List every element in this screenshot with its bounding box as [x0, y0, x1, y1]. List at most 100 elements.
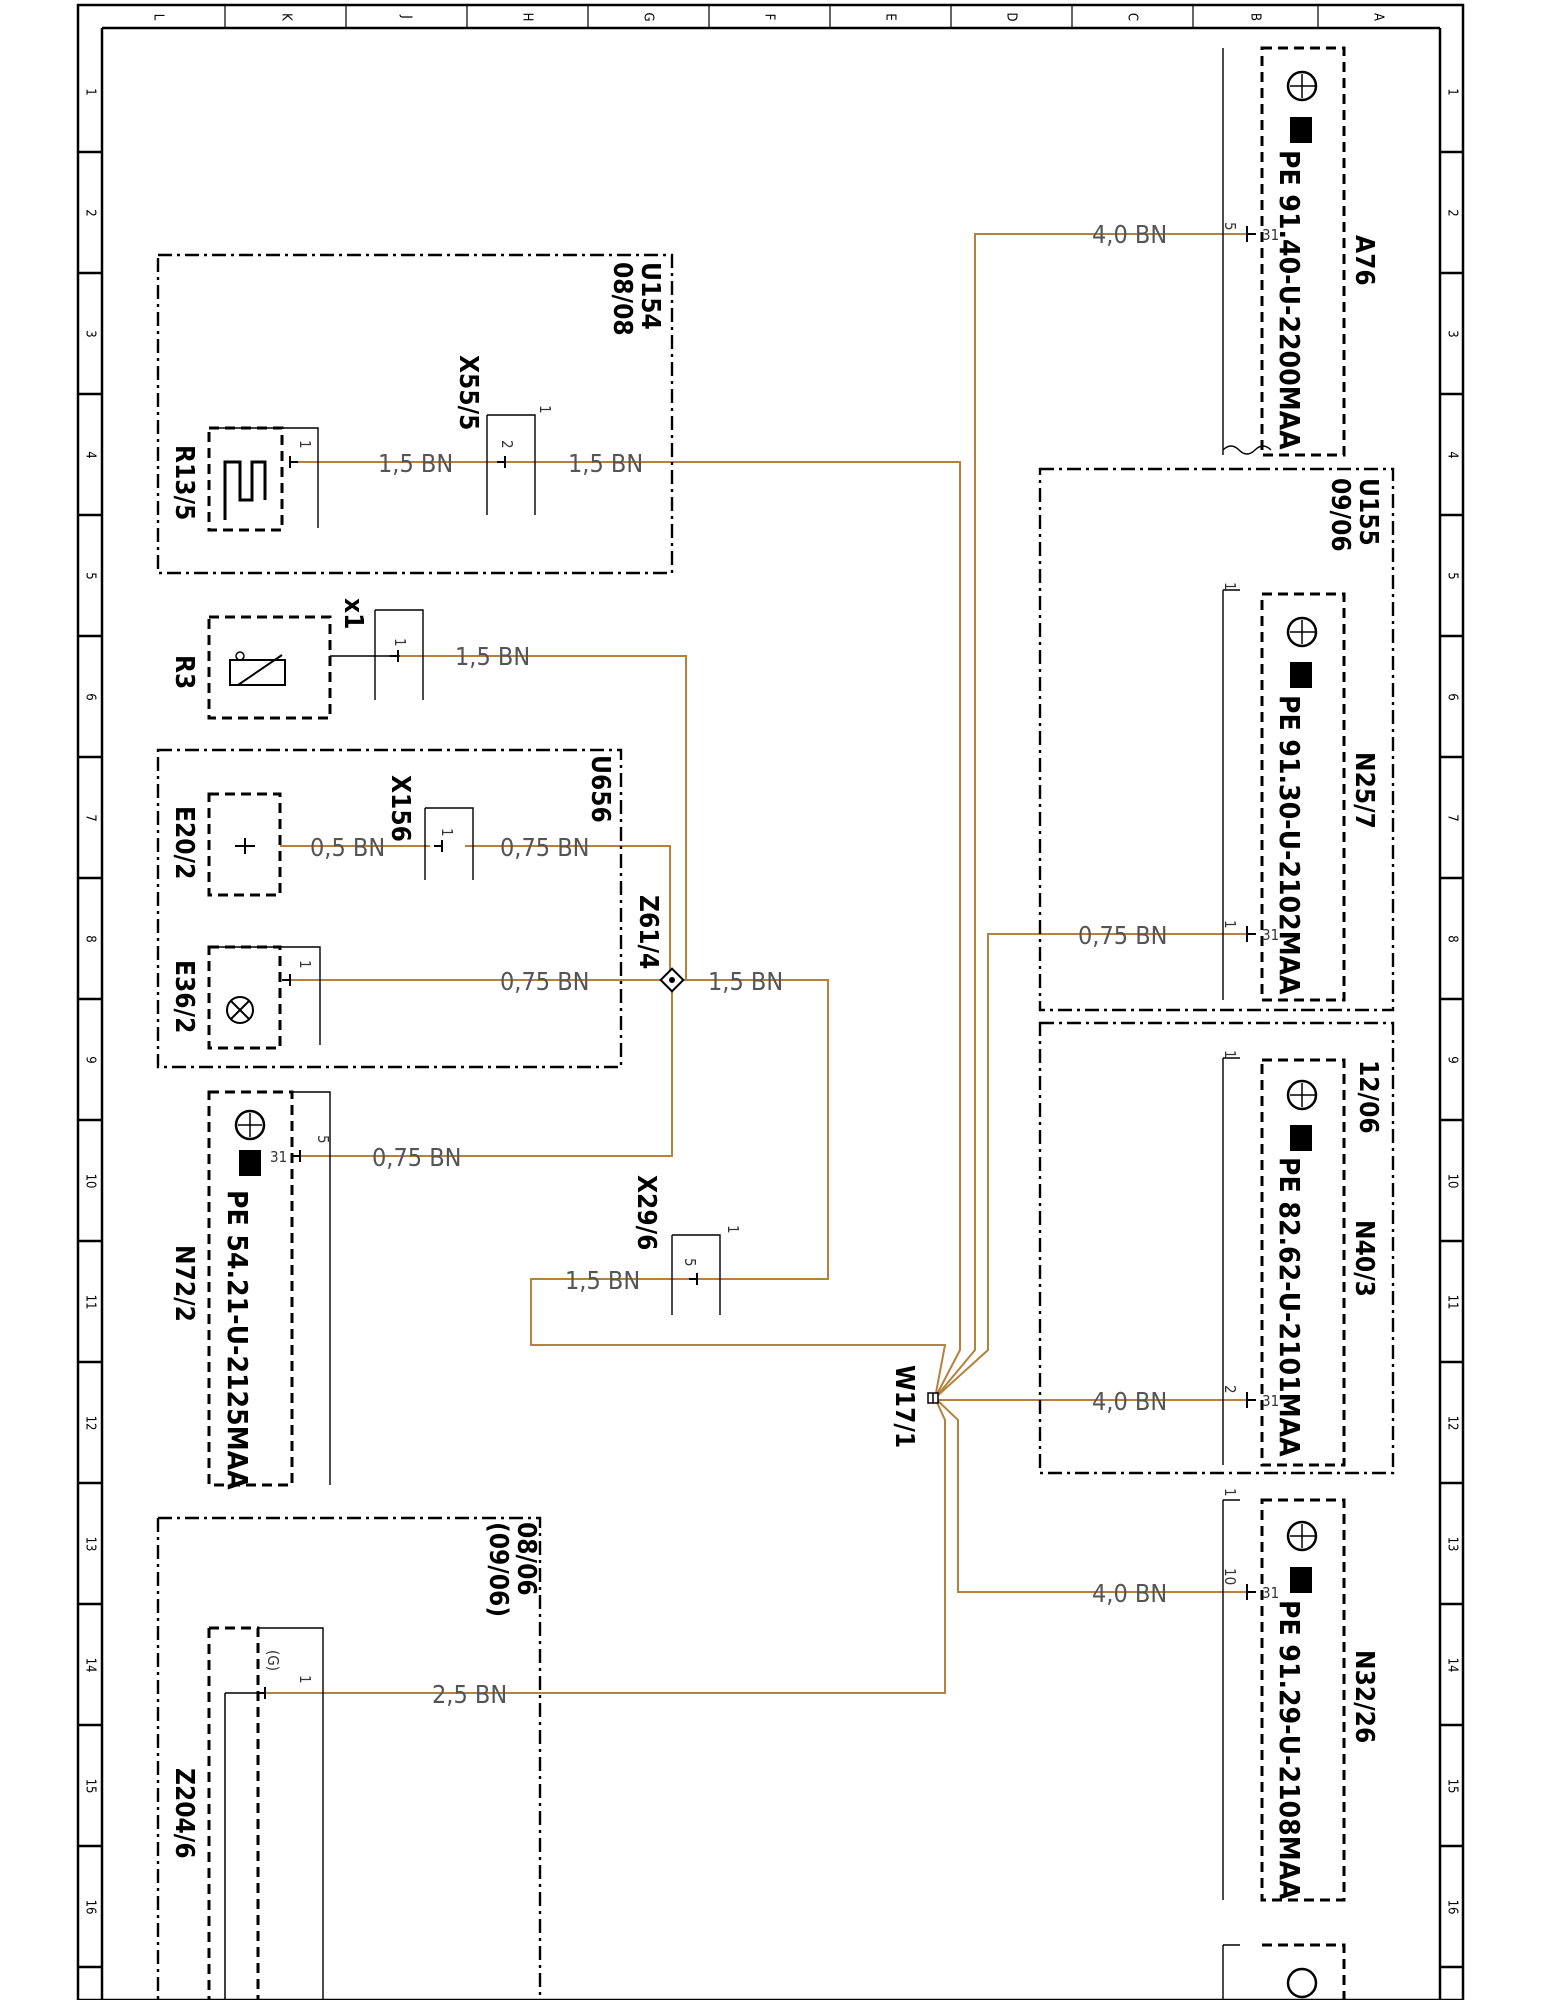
n40-3-box	[1038, 1021, 1395, 1475]
row-label-left: 16	[83, 1900, 98, 1915]
u656-box	[156, 748, 623, 1069]
n40-3-module	[1222, 1057, 1346, 1467]
x55-5-pin: 2	[498, 440, 516, 449]
drawing-frame	[76, 3, 1465, 2000]
e20-2-label: E20/2	[169, 806, 199, 879]
n72-2-wire: 0,75 BN	[372, 1143, 461, 1172]
row-label-left: 15	[83, 1779, 98, 1794]
led-icon	[235, 838, 255, 854]
x1-connector	[374, 609, 424, 700]
e36-2-label: E36/2	[169, 960, 199, 1033]
hand-icon	[1290, 1125, 1312, 1151]
x55-5-corner: 1	[536, 405, 554, 414]
z204-6-ref-b: (09/06)	[483, 1522, 513, 1617]
u656-label: U656	[585, 755, 615, 823]
wire-z61-x29	[672, 979, 829, 1280]
col-label: J	[399, 14, 414, 18]
wire-x29-branch	[530, 1278, 947, 1399]
row-label-right: 6	[1445, 693, 1460, 700]
col-label: H	[520, 13, 535, 22]
col-label: E	[883, 13, 898, 20]
n32-26-corner: 1	[1221, 1488, 1239, 1497]
x29-6-label: X29/6	[631, 1175, 661, 1250]
x29-6-connector	[671, 1234, 721, 1315]
hand-icon	[1290, 117, 1312, 143]
n72-2-label: N72/2	[169, 1245, 199, 1322]
a76-pin-b: 31	[1262, 226, 1279, 244]
n40-3-label: N40/3	[1349, 1220, 1379, 1297]
z204-6-ref-a: 08/06	[511, 1522, 541, 1596]
u154-ref: 08/08	[607, 262, 637, 336]
u154-label: U154	[635, 262, 665, 330]
r13-5-label: R13/5	[169, 445, 199, 520]
x29-6-wire: 1,5 BN	[565, 1266, 640, 1295]
row-label-right: 9	[1445, 1056, 1460, 1063]
r3-label: R3	[169, 655, 199, 689]
x29-6-corner: 1	[724, 1225, 742, 1234]
column-labels: L K J H G F E D C B A	[151, 12, 1386, 21]
n40-3-pe: PE 82.62-U-2101MAA	[1273, 1157, 1306, 1457]
n25-7-pin-b: 31	[1262, 926, 1279, 944]
col-label: A	[1371, 13, 1386, 21]
row-label-right: 10	[1445, 1174, 1460, 1189]
u155-box	[1038, 467, 1395, 1012]
bottom-partial-module	[1222, 1943, 1346, 2000]
transistor-icon	[234, 1109, 266, 1141]
wire-x156	[465, 845, 671, 980]
n32-26-label: N32/26	[1349, 1650, 1379, 1743]
e20-2-led	[207, 792, 282, 897]
z61-4-label: Z61/4	[633, 895, 663, 969]
row-label-right: 13	[1445, 1537, 1460, 1552]
x55-5-connector	[486, 414, 536, 515]
wires	[265, 233, 1247, 1694]
u154-box	[156, 253, 674, 575]
wire-z204	[265, 1397, 946, 1694]
col-label: D	[1004, 12, 1019, 21]
n25-7-corner: 1	[1221, 582, 1239, 591]
z204-6-pin-g: (G)	[264, 1650, 282, 1671]
hand-icon	[239, 1150, 261, 1176]
n32-26-wire: 4,0 BN	[1092, 1579, 1167, 1608]
n72-2-pe: PE 54.21-U-2125MAA	[221, 1190, 254, 1490]
heater-icon	[223, 460, 267, 520]
z204-6-wire: 2,5 BN	[432, 1680, 507, 1709]
z204-6-box	[158, 1516, 542, 2000]
row-label-left: 3	[83, 330, 98, 337]
z61-4-wire: 1,5 BN	[708, 967, 783, 996]
lamp-icon	[226, 996, 254, 1024]
col-label: L	[151, 14, 166, 21]
row-label-left: 4	[83, 451, 98, 458]
n40-3-pin-a: 2	[1221, 1385, 1239, 1394]
e36-2-pin: 1	[296, 960, 314, 969]
x1-wire: 1,5 BN	[455, 642, 530, 671]
x55-5-label: X55/5	[453, 355, 483, 430]
x55-5-wire-left: 1,5 BN	[378, 449, 453, 478]
x156-connector	[424, 807, 474, 880]
x156-label: X156	[385, 775, 415, 842]
a76-wire: 4,0 BN	[1092, 220, 1167, 249]
x1-pin: 1	[391, 638, 409, 647]
n25-7-pin-a: 1	[1221, 920, 1239, 929]
w17-1-ground-point	[927, 1392, 939, 1404]
col-label: B	[1248, 13, 1263, 21]
row-label-right: 4	[1445, 451, 1460, 458]
row-labels: 1 1 2 2 3 3 4 4 5 5 6 6 7 7 8 8 9 9 10 1…	[83, 88, 1460, 1914]
x156-wire-right: 0,75 BN	[500, 833, 589, 862]
col-label: C	[1125, 13, 1140, 21]
n32-26-pin-a: 10	[1221, 1568, 1239, 1585]
a76-pe: PE 91.40-U-2200MAA	[1273, 150, 1306, 450]
x55-5-wire-right: 1,5 BN	[568, 449, 643, 478]
n25-7-wire: 0,75 BN	[1078, 921, 1167, 950]
row-label-left: 2	[83, 209, 98, 216]
n32-26-pe: PE 91.29-U-2108MAA	[1273, 1600, 1306, 1900]
row-label-left: 8	[83, 935, 98, 942]
z61-4-splice	[659, 967, 685, 993]
u155-label: U155	[1353, 478, 1383, 546]
z204-6-label: Z204/6	[169, 1768, 199, 1859]
row-label-left: 5	[83, 572, 98, 579]
row-label-left: 11	[83, 1295, 98, 1310]
n40-3-pin-b: 31	[1262, 1392, 1279, 1410]
hand-icon	[1290, 1567, 1312, 1593]
col-label: F	[762, 14, 777, 21]
wire-n32-26	[934, 1397, 1247, 1593]
